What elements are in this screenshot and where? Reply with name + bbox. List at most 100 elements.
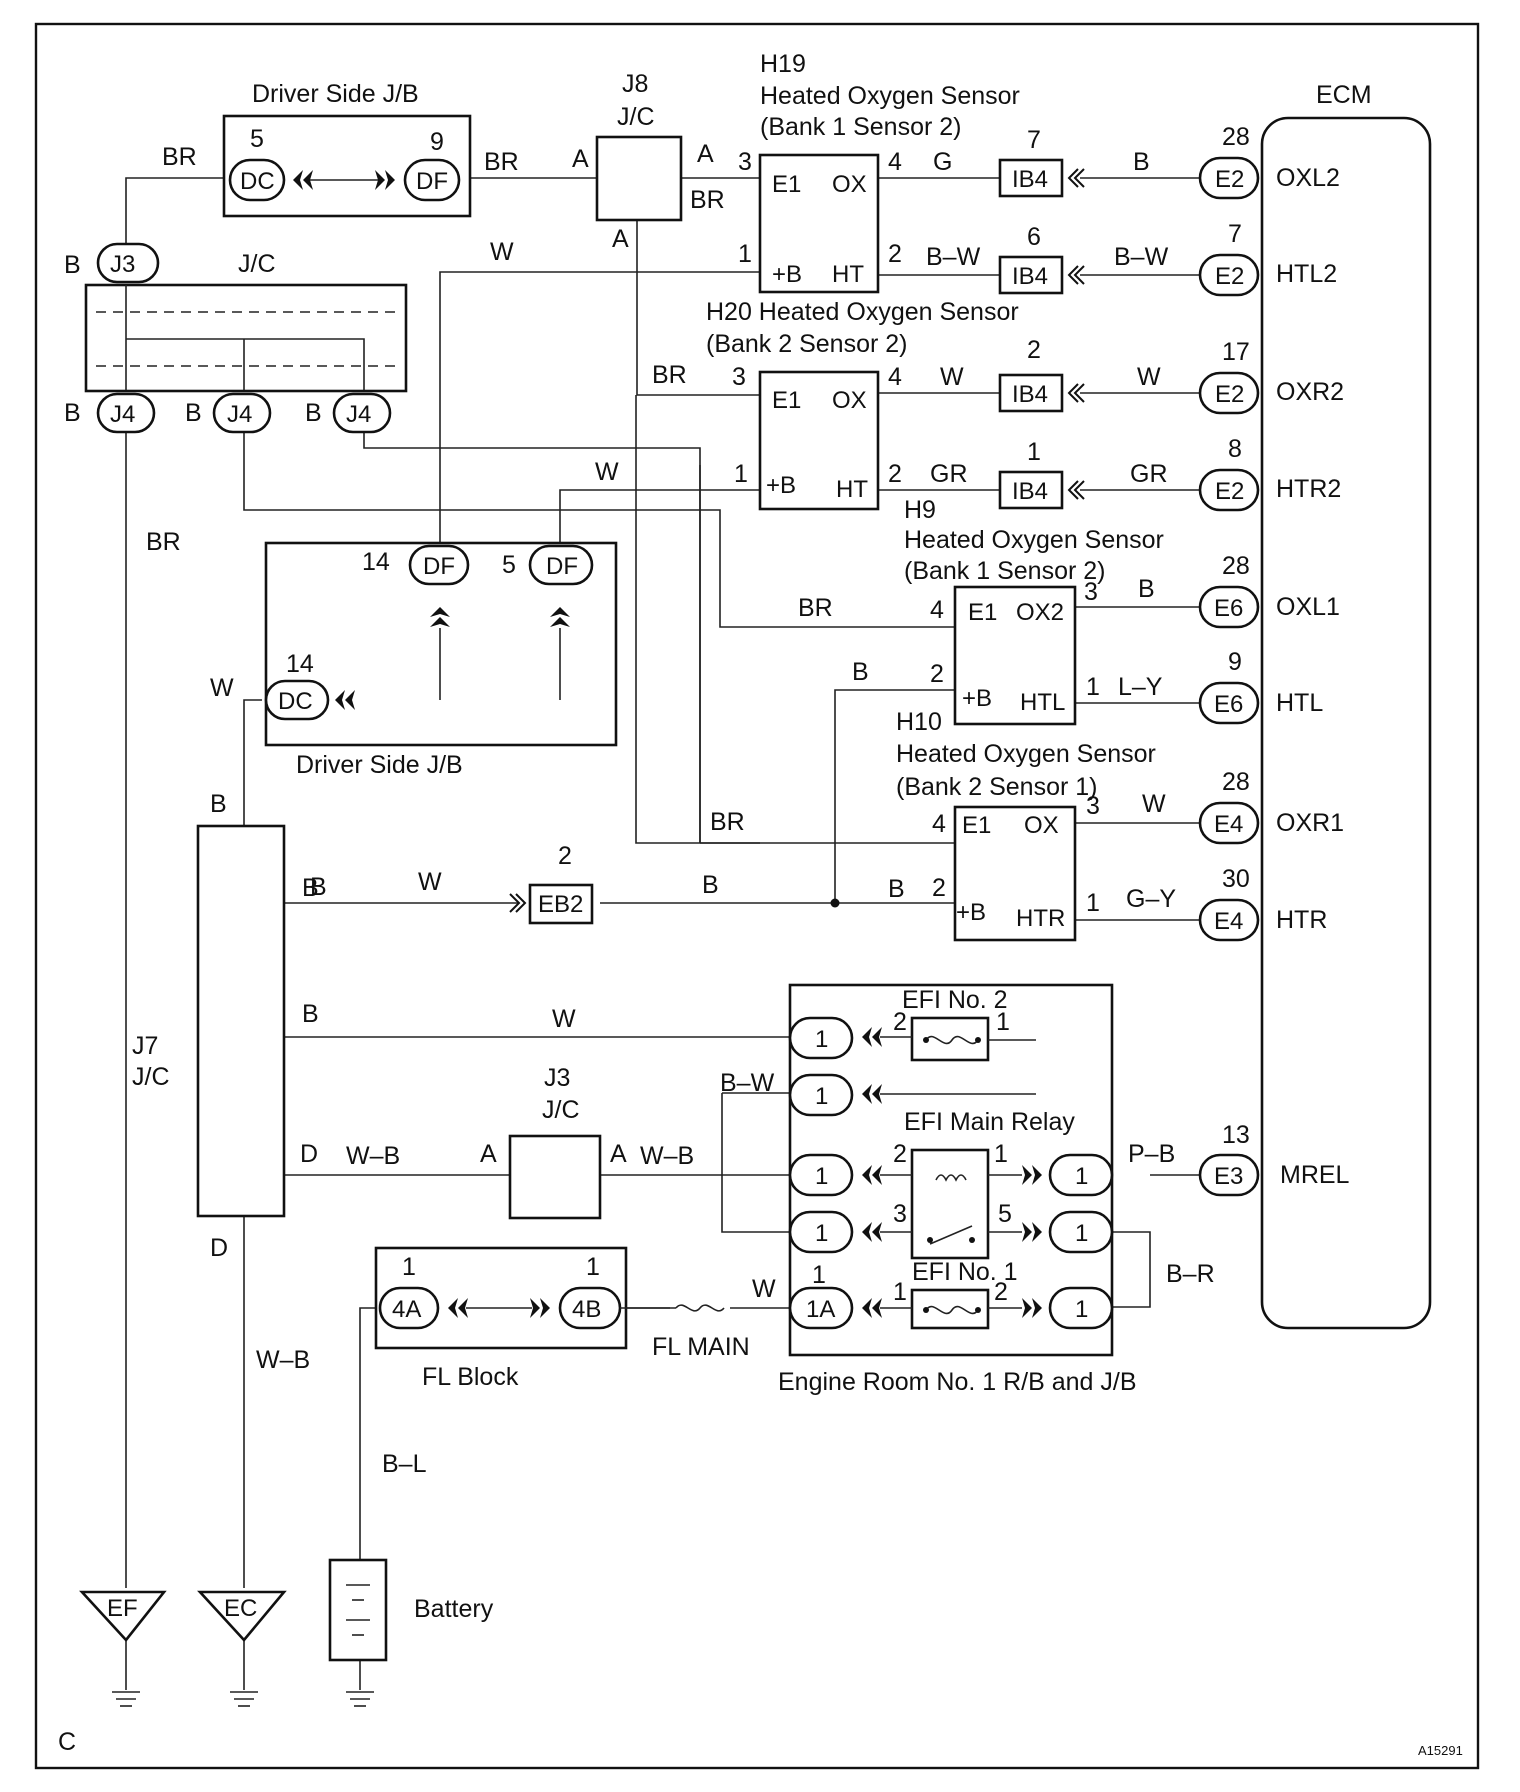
svg-text:G: G: [933, 148, 952, 176]
svg-text:+B: +B: [956, 899, 986, 926]
svg-text:2: 2: [932, 874, 946, 902]
svg-text:Battery: Battery: [414, 1595, 494, 1623]
svg-text:J/C: J/C: [617, 103, 655, 131]
svg-text:4B: 4B: [572, 1296, 601, 1323]
svg-text:W: W: [752, 1275, 776, 1303]
svg-text:W: W: [552, 1005, 576, 1033]
sensor-h19: H19 Heated Oxygen Sensor (Bank 1 Sensor …: [738, 50, 1020, 294]
svg-text:1: 1: [815, 1026, 828, 1053]
svg-text:OX: OX: [832, 171, 867, 198]
ground-ef: EF: [79, 1590, 167, 1707]
svg-text:A: A: [480, 1140, 497, 1168]
svg-text:14: 14: [286, 650, 314, 678]
svg-text:7: 7: [1228, 220, 1242, 248]
svg-text:B–W: B–W: [1114, 243, 1169, 271]
j7-jc: J7 J/C B B W D D W–B W–B: [132, 824, 576, 1374]
ib4-connectors: IB4 7 IB4 6 IB4 2 IB4 1: [998, 126, 1085, 510]
svg-text:(Bank 1 Sensor 2): (Bank 1 Sensor 2): [760, 113, 962, 141]
svg-text:EB2: EB2: [538, 891, 583, 918]
svg-text:1: 1: [586, 1253, 600, 1281]
svg-text:W: W: [1137, 363, 1161, 391]
svg-text:W: W: [1142, 790, 1166, 818]
svg-text:HTR: HTR: [1276, 906, 1327, 934]
svg-text:IB4: IB4: [1012, 166, 1048, 193]
svg-text:HT: HT: [836, 476, 868, 503]
svg-text:HT: HT: [832, 261, 864, 288]
svg-text:2: 2: [558, 842, 572, 870]
svg-text:GR: GR: [1130, 460, 1168, 488]
svg-text:EFI Main Relay: EFI Main Relay: [904, 1108, 1075, 1136]
svg-text:4: 4: [932, 810, 946, 838]
svg-text:BR: BR: [484, 148, 519, 176]
svg-text:J8: J8: [622, 70, 648, 98]
svg-text:B: B: [185, 399, 202, 427]
svg-text:E6: E6: [1214, 595, 1243, 622]
svg-text:13: 13: [1222, 1121, 1250, 1149]
svg-text:J/C: J/C: [542, 1096, 580, 1124]
svg-text:+B: +B: [962, 685, 992, 712]
sensor-h10: H10 Heated Oxygen Sensor (Bank 2 Sensor …: [896, 708, 1156, 942]
svg-text:EF: EF: [107, 1595, 138, 1622]
svg-text:1: 1: [1075, 1220, 1088, 1247]
eb2-connector: EB2 2: [509, 842, 594, 925]
svg-text:2: 2: [1027, 336, 1041, 364]
svg-text:J4: J4: [346, 401, 371, 428]
svg-text:E3: E3: [1214, 1163, 1243, 1190]
svg-text:3: 3: [1086, 792, 1100, 820]
svg-text:B–W: B–W: [926, 243, 981, 271]
svg-text:2: 2: [888, 240, 902, 268]
svg-text:HTL: HTL: [1276, 689, 1323, 717]
svg-text:1: 1: [1027, 438, 1041, 466]
svg-text:E1: E1: [772, 387, 801, 414]
svg-text:A: A: [697, 140, 714, 168]
svg-text:EC: EC: [224, 1595, 257, 1622]
svg-text:H10: H10: [896, 708, 942, 736]
svg-text:1: 1: [996, 1008, 1010, 1036]
svg-text:1: 1: [1086, 673, 1100, 701]
svg-text:HTL2: HTL2: [1276, 260, 1337, 288]
svg-text:B–L: B–L: [382, 1450, 427, 1478]
svg-text:17: 17: [1222, 338, 1250, 366]
svg-text:H19: H19: [760, 50, 806, 78]
svg-text:BR: BR: [146, 528, 181, 556]
svg-text:2: 2: [893, 1140, 907, 1168]
svg-text:W: W: [490, 238, 514, 266]
battery: Battery B–L: [328, 1450, 494, 1662]
ground-battery: [346, 1691, 374, 1707]
svg-text:P–B: P–B: [1128, 1140, 1175, 1168]
svg-text:E2: E2: [1215, 478, 1244, 505]
svg-text:E2: E2: [1215, 381, 1244, 408]
svg-text:1: 1: [738, 240, 752, 268]
svg-text:28: 28: [1222, 768, 1250, 796]
svg-text:FL Block: FL Block: [422, 1363, 519, 1391]
svg-text:E1: E1: [968, 599, 997, 626]
svg-text:(Bank 2 Sensor 2): (Bank 2 Sensor 2): [706, 330, 908, 358]
svg-text:J4: J4: [110, 401, 135, 428]
svg-text:OX2: OX2: [1016, 599, 1064, 626]
svg-text:5: 5: [250, 125, 264, 153]
svg-text:EFI No. 1: EFI No. 1: [912, 1258, 1018, 1286]
corner-label: C: [58, 1728, 76, 1756]
svg-text:9: 9: [430, 128, 444, 156]
svg-text:J4: J4: [227, 401, 252, 428]
j8-jc: J8 J/C A A A: [572, 70, 714, 253]
svg-text:HTL: HTL: [1020, 689, 1065, 716]
svg-text:H9: H9: [904, 496, 936, 524]
svg-text:3: 3: [738, 148, 752, 176]
j3-jc: J3 J/C A A W–B B–W: [480, 1064, 775, 1220]
svg-text:J/C: J/C: [132, 1063, 170, 1091]
svg-text:(Bank 2 Sensor 1): (Bank 2 Sensor 1): [896, 773, 1098, 801]
svg-text:2: 2: [930, 660, 944, 688]
jc-j3-j4: J/C J3 B J4 B J4 B J4 B: [64, 242, 408, 434]
svg-text:28: 28: [1222, 123, 1250, 151]
svg-text:Heated Oxygen Sensor: Heated Oxygen Sensor: [896, 740, 1156, 768]
svg-text:(Bank 1 Sensor 2): (Bank 1 Sensor 2): [904, 557, 1106, 585]
svg-text:EFI No. 2: EFI No. 2: [902, 986, 1008, 1014]
svg-text:8: 8: [1228, 435, 1242, 463]
svg-text:Heated Oxygen Sensor: Heated Oxygen Sensor: [904, 526, 1164, 554]
svg-text:A: A: [612, 225, 629, 253]
svg-text:7: 7: [1027, 126, 1041, 154]
svg-text:W: W: [940, 363, 964, 391]
svg-text:W–B: W–B: [256, 1346, 310, 1374]
